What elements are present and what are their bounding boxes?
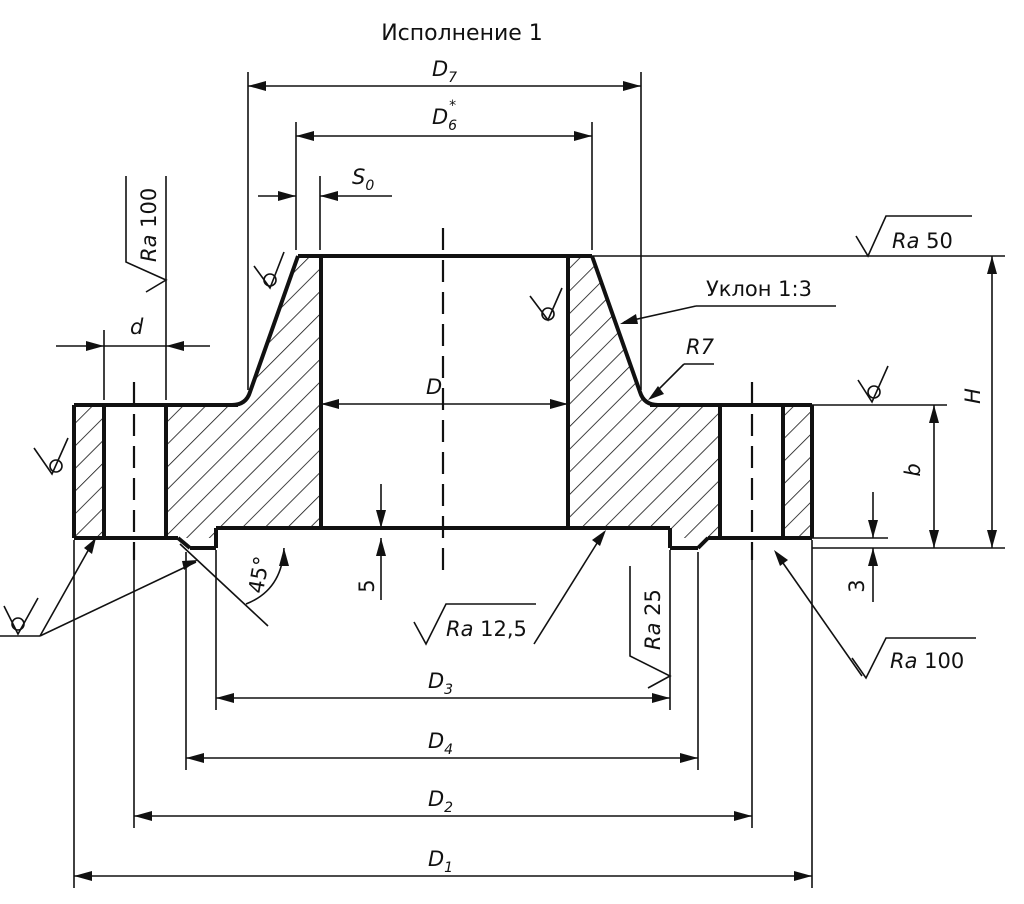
label-H: H	[961, 388, 985, 404]
roughness-unmachined-symbol-rim	[33, 437, 69, 476]
roughness-bore: Ra 12,5	[446, 617, 527, 641]
outer-left-rim-hatch	[74, 405, 104, 538]
roughness-bottom-ring: Ra 100	[890, 649, 964, 673]
label-5: 5	[355, 579, 379, 592]
roughness-unmachined-symbol-bottom	[3, 597, 39, 636]
roughness-unmachined-symbol-flange-top	[857, 365, 889, 404]
label-D6: D6*	[432, 98, 457, 134]
label-D1: D1	[428, 847, 453, 876]
roughness-symbols	[3, 176, 976, 689]
outer-right-rim-hatch	[783, 405, 812, 538]
label-b: b	[901, 463, 925, 476]
label-R7: R7	[686, 335, 715, 359]
label-d: d	[130, 315, 144, 339]
label-D4: D4	[428, 729, 453, 758]
dimension-lines	[56, 81, 997, 881]
roughness-bolt-hole: Ra 100	[137, 188, 161, 262]
label-S0: S0	[352, 165, 374, 194]
roughness-unmachined-symbol-hub-left	[253, 251, 285, 290]
drawing-title: Исполнение 1	[381, 21, 543, 46]
label-D7: D7	[432, 57, 457, 86]
roughness-top-face: Ra 50	[892, 229, 953, 253]
right-hub-hatch	[568, 256, 720, 538]
label-D3: D3	[428, 669, 453, 698]
left-hub-hatch	[166, 256, 321, 538]
roughness-raised-face: Ra 25	[641, 589, 665, 650]
section-hatching	[74, 256, 812, 538]
label-D2: D2	[428, 787, 453, 816]
label-3: 3	[845, 579, 869, 592]
dimension-labels: D7 D6* S0 d D H b R7 Уклон 1:3 5 3 45° D…	[130, 57, 985, 876]
label-slope: Уклон 1:3	[706, 277, 812, 301]
roughness-labels: Ra 50 Ra 100 Ra 12,5 Ra 25 Ra 100	[137, 188, 964, 673]
extension-lines	[73, 72, 1005, 888]
leader-lines	[0, 305, 863, 677]
roughness-unmachined-symbol-hub-right	[529, 287, 563, 322]
label-D: D	[426, 375, 442, 399]
